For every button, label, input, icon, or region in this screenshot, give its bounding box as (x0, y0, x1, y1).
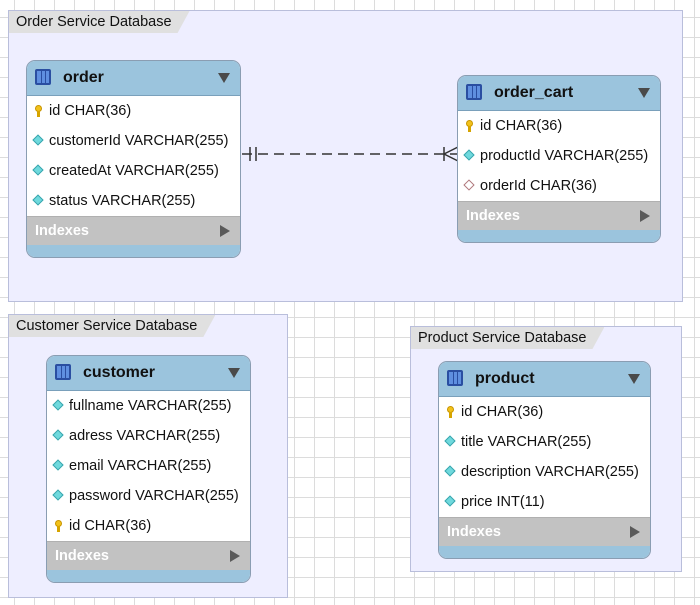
column-label: productId VARCHAR(255) (480, 148, 649, 164)
column-row[interactable]: id CHAR(36) (439, 397, 650, 427)
column-label: password VARCHAR(255) (69, 488, 239, 504)
column-row[interactable]: id CHAR(36) (47, 511, 250, 541)
region-label: Product Service Database (411, 327, 604, 349)
foreign-key-diamond-icon (463, 179, 475, 191)
column-label: orderId CHAR(36) (480, 178, 597, 194)
chevron-down-icon[interactable] (628, 374, 640, 384)
indexes-bar[interactable]: Indexes (439, 517, 650, 546)
column-diamond-icon (52, 489, 64, 501)
column-row[interactable]: price INT(11) (439, 487, 650, 517)
table-order-cart[interactable]: order_cart id CHAR(36) productId VARCHAR… (457, 75, 661, 243)
column-diamond-icon (32, 134, 44, 146)
column-label: customerId VARCHAR(255) (49, 133, 229, 149)
column-label: id CHAR(36) (49, 103, 132, 119)
table-icon (35, 69, 51, 85)
table-header[interactable]: customer (47, 356, 250, 391)
indexes-label: Indexes (55, 548, 109, 564)
primary-key-icon (466, 120, 473, 132)
table-name: order_cart (494, 84, 574, 101)
indexes-bar[interactable]: Indexes (458, 201, 660, 230)
column-row[interactable]: orderId CHAR(36) (458, 171, 660, 201)
chevron-right-icon[interactable] (640, 210, 650, 222)
column-row[interactable]: title VARCHAR(255) (439, 427, 650, 457)
column-label: title VARCHAR(255) (461, 434, 592, 450)
chevron-down-icon[interactable] (228, 368, 240, 378)
indexes-label: Indexes (35, 223, 89, 239)
column-row[interactable]: id CHAR(36) (458, 111, 660, 141)
table-footer (27, 245, 240, 257)
region-label: Order Service Database (9, 11, 190, 33)
column-diamond-icon (52, 399, 64, 411)
table-product[interactable]: product id CHAR(36) title VARCHAR(255) d… (438, 361, 651, 559)
column-row[interactable]: adress VARCHAR(255) (47, 421, 250, 451)
column-label: email VARCHAR(255) (69, 458, 212, 474)
crows-foot-lower (443, 153, 459, 162)
column-row[interactable]: id CHAR(36) (27, 96, 240, 126)
column-row[interactable]: email VARCHAR(255) (47, 451, 250, 481)
column-diamond-icon (52, 459, 64, 471)
table-icon (466, 84, 482, 100)
column-row[interactable]: customerId VARCHAR(255) (27, 126, 240, 156)
column-label: fullname VARCHAR(255) (69, 398, 232, 414)
table-footer (439, 546, 650, 558)
table-icon (447, 370, 463, 386)
column-label: adress VARCHAR(255) (69, 428, 221, 444)
table-header[interactable]: order_cart (458, 76, 660, 111)
column-diamond-icon (444, 435, 456, 447)
chevron-down-icon[interactable] (638, 88, 650, 98)
table-footer (47, 570, 250, 582)
primary-key-icon (447, 406, 454, 418)
table-name: product (475, 370, 535, 387)
table-order[interactable]: order id CHAR(36) customerId VARCHAR(255… (26, 60, 241, 258)
column-row[interactable]: description VARCHAR(255) (439, 457, 650, 487)
primary-key-icon (35, 105, 42, 117)
column-row[interactable]: productId VARCHAR(255) (458, 141, 660, 171)
chevron-right-icon[interactable] (220, 225, 230, 237)
indexes-label: Indexes (466, 208, 520, 224)
indexes-bar[interactable]: Indexes (47, 541, 250, 570)
column-diamond-icon (32, 194, 44, 206)
table-header[interactable]: order (27, 61, 240, 96)
column-label: price INT(11) (461, 494, 545, 510)
chevron-right-icon[interactable] (630, 526, 640, 538)
column-row[interactable]: password VARCHAR(255) (47, 481, 250, 511)
column-label: createdAt VARCHAR(255) (49, 163, 219, 179)
table-footer (458, 230, 660, 242)
column-label: status VARCHAR(255) (49, 193, 196, 209)
column-label: description VARCHAR(255) (461, 464, 639, 480)
chevron-right-icon[interactable] (230, 550, 240, 562)
column-row[interactable]: fullname VARCHAR(255) (47, 391, 250, 421)
region-label: Customer Service Database (9, 315, 215, 337)
indexes-bar[interactable]: Indexes (27, 216, 240, 245)
table-name: order (63, 69, 104, 86)
table-header[interactable]: product (439, 362, 650, 397)
column-label: id CHAR(36) (69, 518, 152, 534)
column-row[interactable]: createdAt VARCHAR(255) (27, 156, 240, 186)
primary-key-icon (55, 520, 62, 532)
column-diamond-icon (463, 149, 475, 161)
table-name: customer (83, 364, 156, 381)
chevron-down-icon[interactable] (218, 73, 230, 83)
table-icon (55, 364, 71, 380)
column-diamond-icon (444, 465, 456, 477)
column-row[interactable]: status VARCHAR(255) (27, 186, 240, 216)
column-diamond-icon (52, 429, 64, 441)
table-customer[interactable]: customer fullname VARCHAR(255) adress VA… (46, 355, 251, 583)
column-diamond-icon (444, 495, 456, 507)
crows-foot-upper (443, 146, 459, 155)
indexes-label: Indexes (447, 524, 501, 540)
column-label: id CHAR(36) (480, 118, 563, 134)
column-diamond-icon (32, 164, 44, 176)
column-label: id CHAR(36) (461, 404, 544, 420)
